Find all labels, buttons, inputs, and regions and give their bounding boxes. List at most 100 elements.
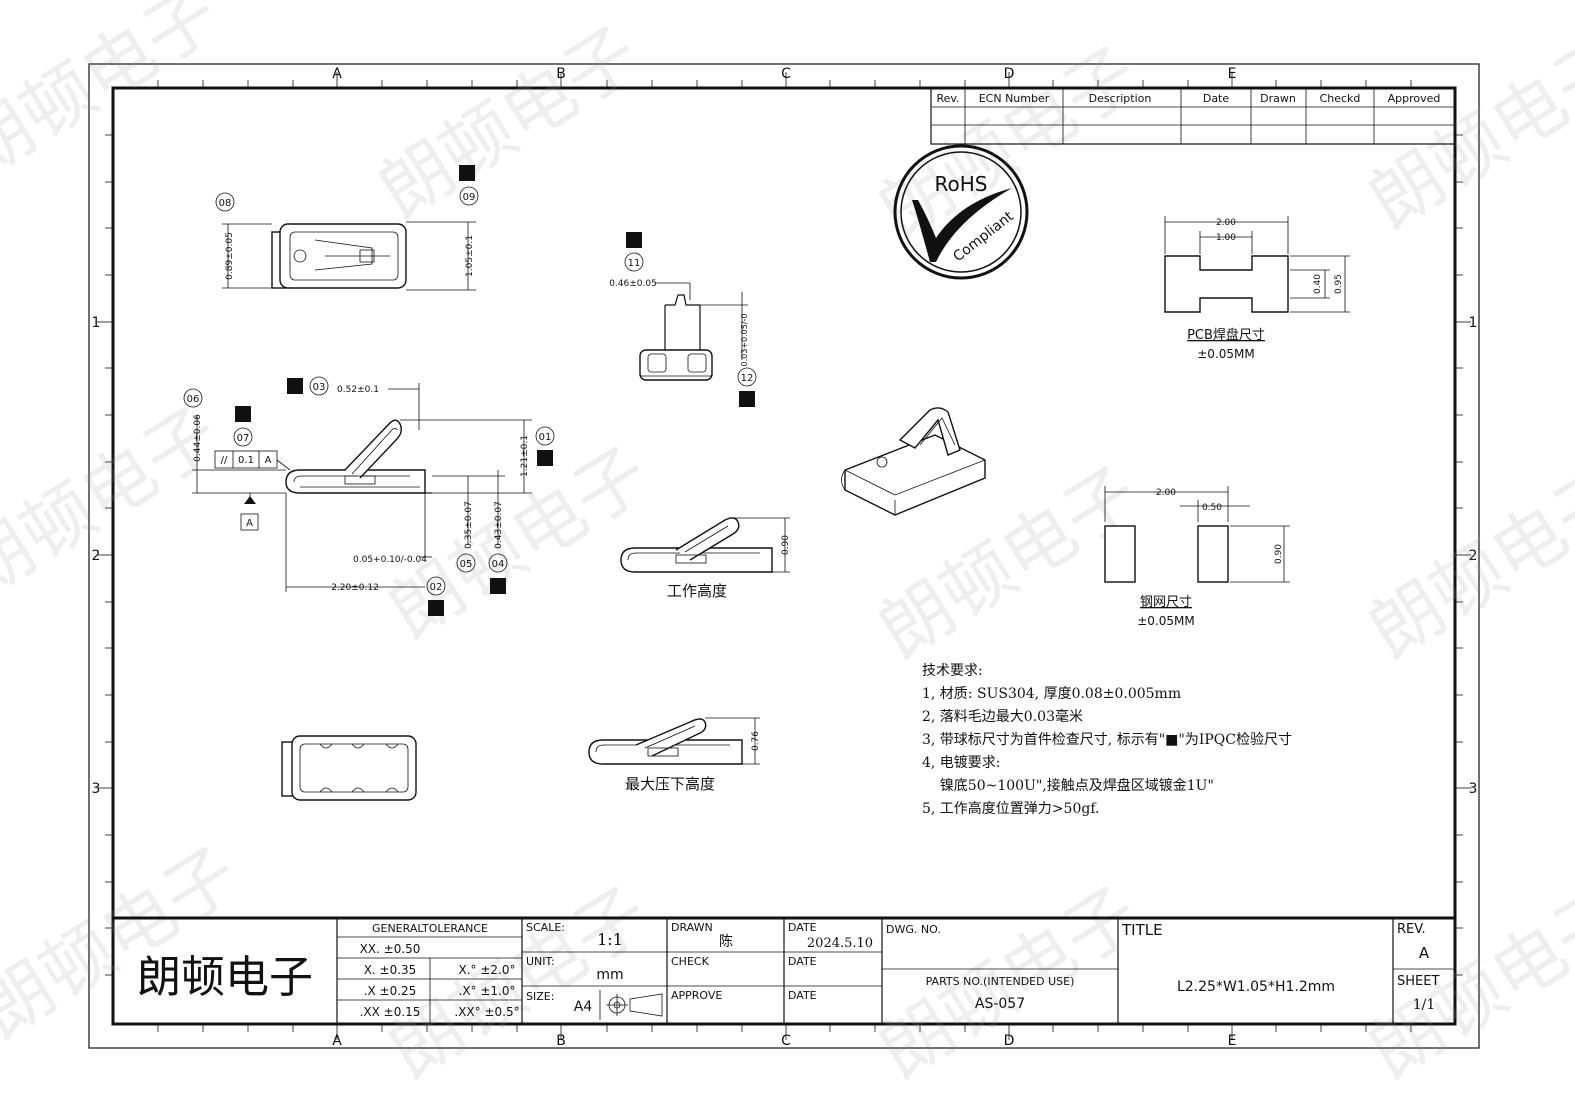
pcb-pad-shape: [1164, 255, 1289, 313]
date-value: 2024.5.10: [807, 936, 873, 951]
watermark-2: 朗顿电子: [364, 11, 653, 235]
col-label-d-bottom: D: [1004, 1033, 1015, 1049]
watermark-6: 朗顿电子: [374, 431, 663, 655]
dim-2-20: 2.20±0.12: [331, 583, 379, 593]
balloon-09: [459, 186, 479, 206]
title-value: L2.25*W1.05*H1.2mm: [1177, 979, 1335, 995]
stencil-view: 2.00 0.50 0.90 钢网尺寸 ±0.05MM: [1104, 486, 1290, 628]
balloon-07: [233, 427, 253, 447]
working-height-view: 0.90 工作高度: [620, 517, 791, 600]
outer-border: [88, 63, 1480, 1049]
title-label: TITLE: [1121, 921, 1163, 939]
fcf-datum: A: [265, 455, 272, 466]
pcb-dim-1-00: 1.00: [1216, 233, 1236, 243]
caption-stencil: 钢网尺寸: [1140, 595, 1192, 610]
check-label: CHECK: [671, 955, 710, 968]
col-label-e-bottom: E: [1228, 1033, 1237, 1049]
dim-0-44: 0.44±0.06: [193, 414, 203, 462]
dim-0-03: 0.03+0.05/-0: [740, 314, 749, 367]
ipqc-mark-12: [739, 391, 755, 407]
balloon-06-text: 06: [187, 394, 200, 405]
approve-label: APPROVE: [671, 989, 722, 1002]
col-label-c-bottom: C: [781, 1033, 791, 1049]
dim-0-76: 0.76: [751, 731, 761, 751]
parts-no-label: PARTS NO.(INTENDED USE): [926, 975, 1075, 988]
stencil-dim-2-00: 2.00: [1156, 488, 1176, 498]
note-line-3: 3, 带球标尺寸为首件检查尺寸, 标示有"■"为IPQC检验尺寸: [922, 732, 1292, 748]
tol-dot-x-angle: .X° ±1.0°: [459, 984, 516, 998]
watermark-12: 朗顿电子: [1354, 871, 1575, 1095]
zone-ticks: [97, 72, 1471, 1040]
sheet-value: 1/1: [1413, 997, 1436, 1013]
rohs-text: RoHS: [935, 172, 988, 196]
tol-dot-xx: .XX ±0.15: [360, 1005, 421, 1019]
stencil-dim-0-90: 0.90: [1274, 544, 1284, 564]
drawn-label: DRAWN: [671, 921, 713, 934]
balloon-05: [456, 553, 476, 573]
ipqc-mark-09: [459, 165, 475, 181]
row-label-3-right: 3: [1469, 781, 1478, 797]
dim-1-05: 1.05±0.1: [465, 235, 475, 277]
stencil-opening-right: [1197, 525, 1229, 583]
scale-value: 1:1: [597, 930, 623, 949]
col-label-d-top: D: [1004, 66, 1015, 82]
row-label-2-right: 2: [1469, 548, 1478, 564]
balloon-11-text: 11: [628, 258, 641, 269]
ipqc-mark-07: [235, 406, 251, 422]
dim-0-43: 0.43±0.07: [494, 501, 504, 549]
tol-x: X. ±0.35: [364, 963, 417, 977]
date-label-1: DATE: [788, 921, 817, 934]
balloon-02-text: 02: [430, 582, 443, 593]
watermark-4: 朗顿电子: [1354, 21, 1575, 245]
technical-notes: 技术要求: 1, 材质: SUS304, 厚度0.08±0.005mm 2, 落…: [922, 663, 1292, 817]
note-line-1: 1, 材质: SUS304, 厚度0.08±0.005mm: [922, 686, 1181, 702]
balloon-08: [215, 192, 235, 212]
row-label-1-left: 1: [92, 315, 101, 331]
scale-label: SCALE:: [526, 921, 565, 934]
size-value: A4: [574, 999, 593, 1015]
max-press-view: 0.76 最大压下高度: [588, 717, 761, 793]
fcf-frame: [214, 450, 278, 469]
col-label-a-top: A: [332, 66, 342, 82]
rev-header-date: Date: [1203, 92, 1230, 105]
end-view: 0.46±0.05 0.03+0.05/-0: [609, 279, 749, 381]
dim-0-35: 0.35±0.07: [464, 501, 474, 549]
row-label-1-right: 1: [1469, 315, 1478, 331]
ipqc-mark-04: [490, 578, 506, 594]
rev-label: REV.: [1397, 922, 1426, 937]
ipqc-mark-11: [626, 232, 642, 248]
general-tolerance-label: GENERALTOLERANCE: [372, 922, 488, 935]
datum-a-label: A: [246, 518, 253, 529]
watermark-9: 朗顿电子: [0, 831, 253, 1055]
size-label: SIZE:: [526, 990, 554, 1003]
col-label-e-top: E: [1228, 66, 1237, 82]
isometric-view: [841, 407, 986, 516]
fcf-symbol: //: [221, 455, 228, 466]
tol-xx: XX. ±0.50: [360, 942, 421, 956]
dim-0-52: 0.52±0.1: [337, 385, 379, 395]
balloon-02: [426, 576, 446, 596]
rev-header-drawn: Drawn: [1260, 92, 1296, 105]
dim-1-21: 1.21±0.1: [520, 435, 530, 477]
balloon-01: [535, 426, 555, 446]
caption-max-press-height: 最大压下高度: [625, 775, 715, 793]
rev-value: A: [1419, 944, 1430, 962]
dim-0-89: 0.89±0.05: [225, 232, 235, 280]
date-label-3: DATE: [788, 989, 817, 1002]
sheet-label: SHEET: [1397, 974, 1439, 989]
stencil-opening-left: [1104, 525, 1136, 583]
balloon-01-text: 01: [539, 432, 552, 443]
balloon-09-text: 09: [463, 192, 476, 203]
unit-value: mm: [596, 967, 623, 983]
balloon-07-text: 07: [237, 433, 250, 444]
pcb-pad-view: 2.00 1.00 0.40 0.95 PCB焊盘尺寸 ±0.05MM: [1164, 216, 1350, 361]
dim-0-46: 0.46±0.05: [609, 279, 657, 289]
balloon-12: [737, 367, 757, 387]
unit-label: UNIT:: [526, 955, 555, 968]
watermark-8: 朗顿电子: [1354, 451, 1575, 675]
company-name: 朗顿电子: [137, 952, 313, 1003]
fcf-value: 0.1: [238, 455, 254, 466]
rev-header-approved: Approved: [1388, 92, 1441, 105]
pcb-dim-0-95: 0.95: [1334, 274, 1344, 294]
